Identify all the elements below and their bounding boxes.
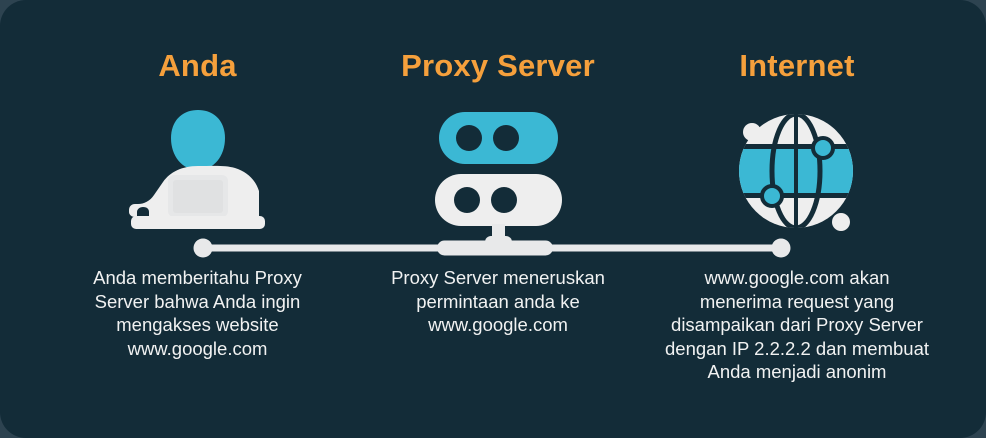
column-you: Anda Anda memberitahu Proxy Server bahwa… — [25, 0, 370, 438]
column-internet: Internet — [632, 0, 962, 438]
globe-network-icon — [632, 104, 962, 254]
column-internet-heading: Internet — [739, 48, 855, 83]
column-proxy-caption: Proxy Server meneruskan permintaan anda … — [391, 267, 605, 335]
column-proxy-heading: Proxy Server — [401, 48, 595, 83]
server-racks-icon — [358, 104, 638, 254]
column-proxy-server: Proxy Server Proxy Server meneruskan pe — [358, 0, 638, 438]
column-you-caption: Anda memberitahu Proxy Server bahwa Anda… — [93, 267, 302, 359]
column-internet-caption: www.google.com akan menerima request yan… — [665, 267, 929, 382]
column-you-heading: Anda — [158, 48, 237, 83]
person-at-laptop-icon — [25, 104, 370, 254]
